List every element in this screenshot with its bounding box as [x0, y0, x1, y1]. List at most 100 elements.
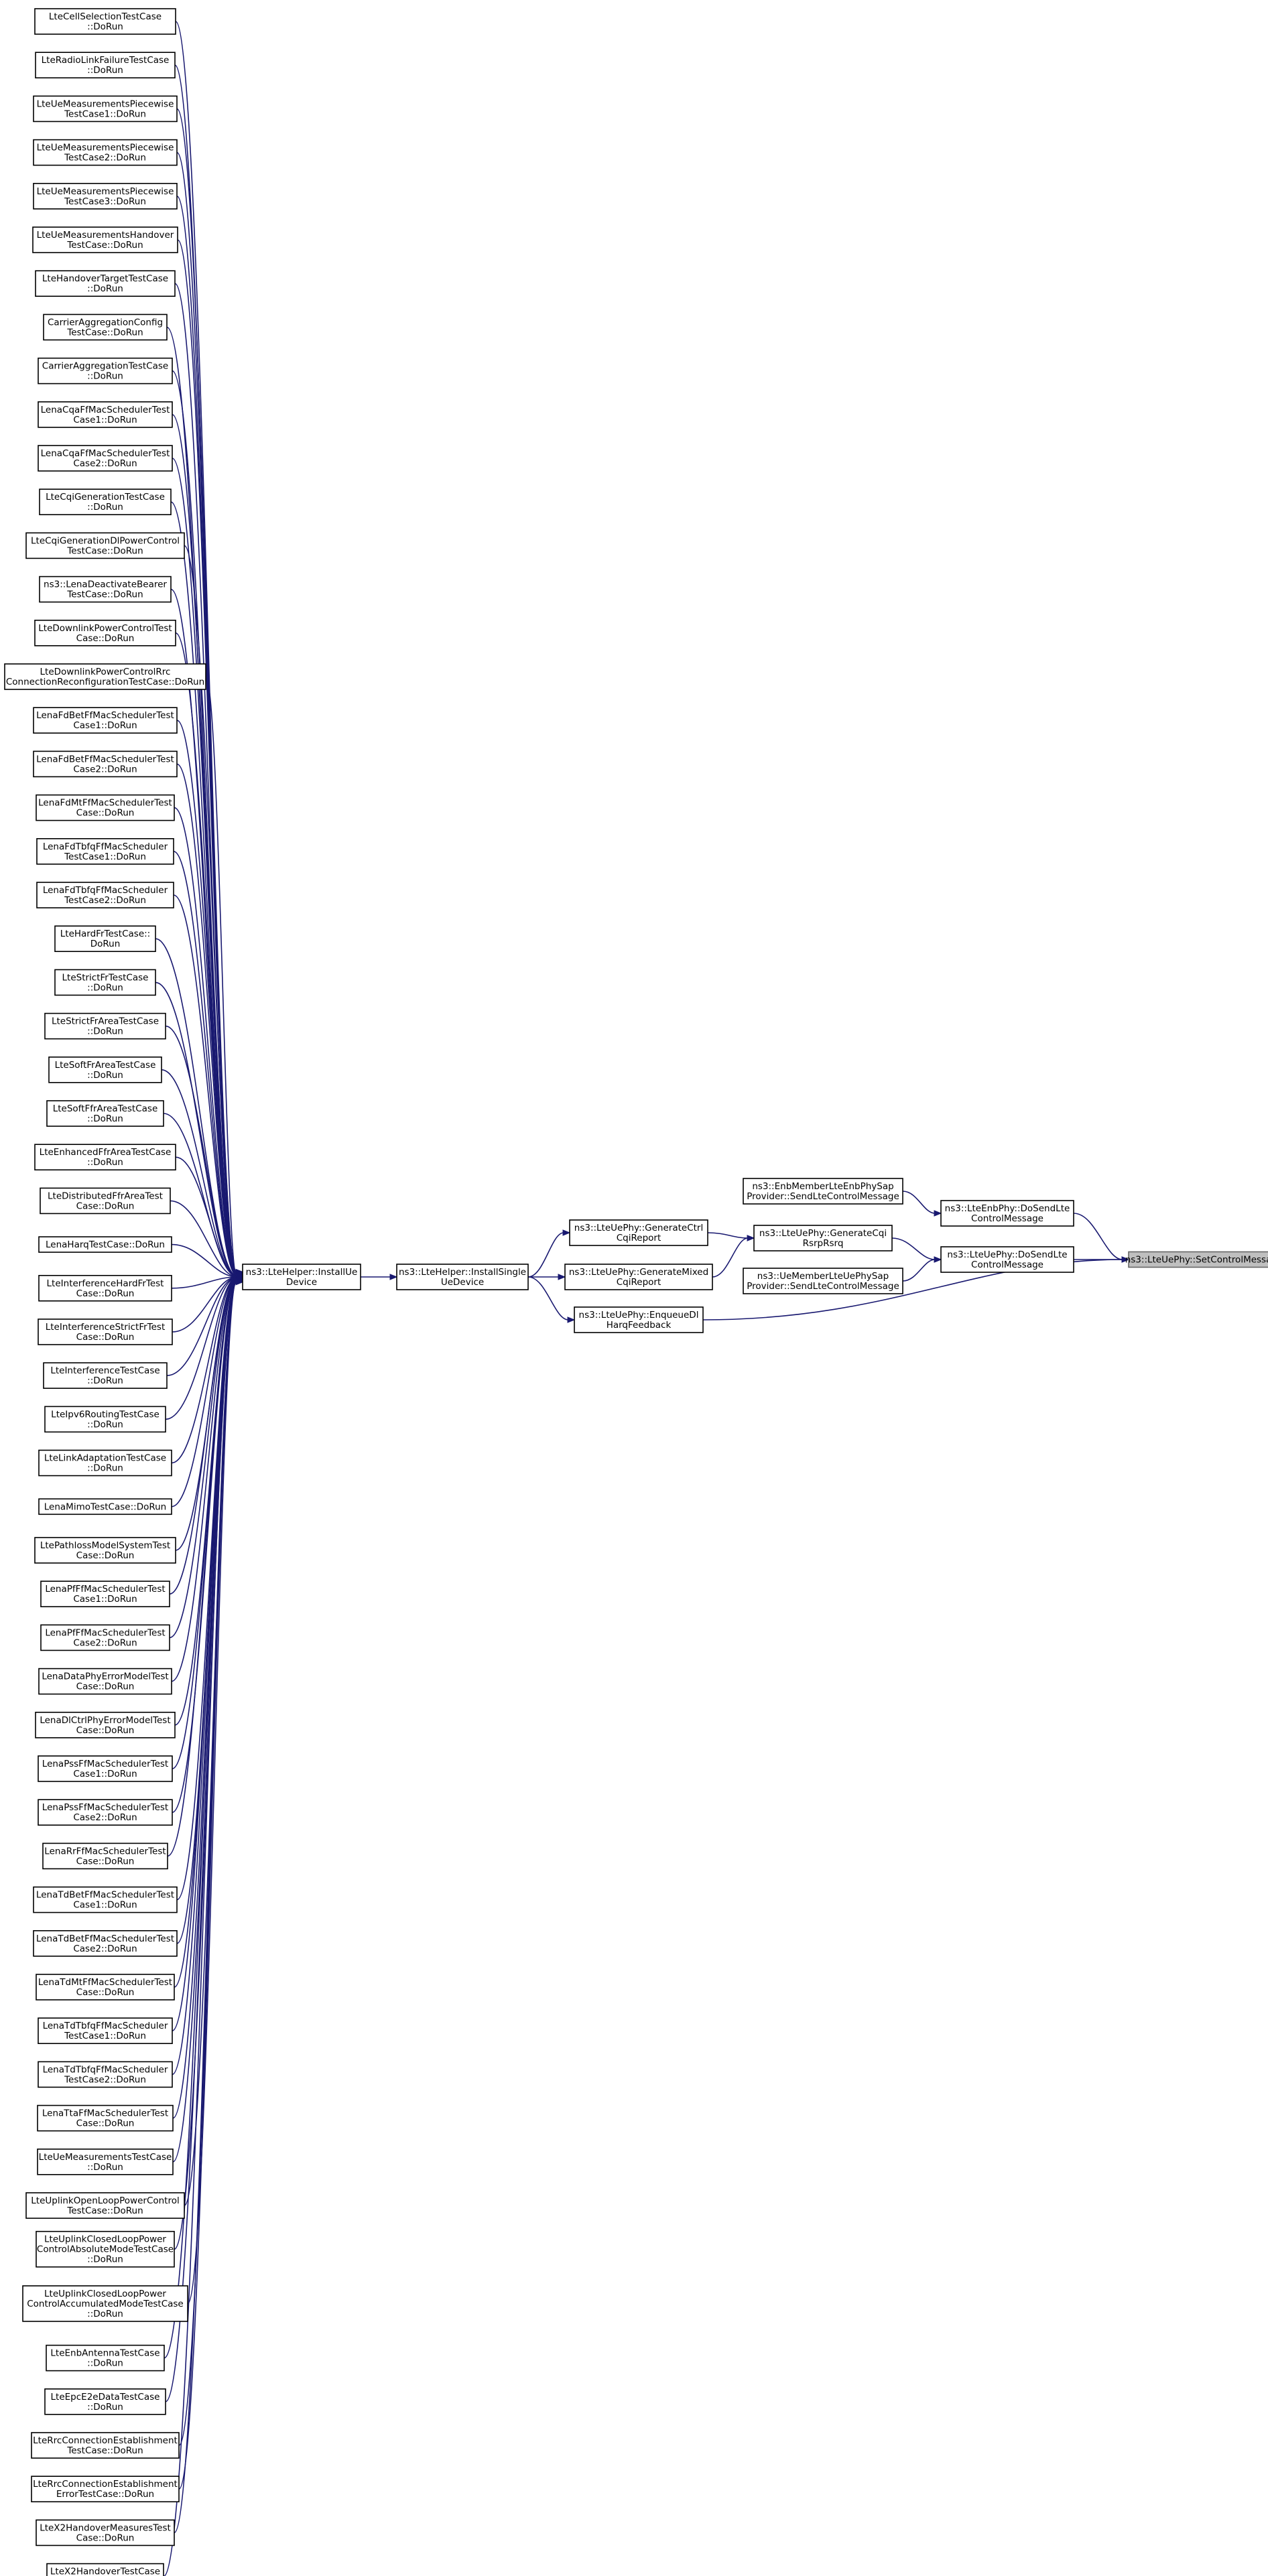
- call-edge-l12-to-installUe: [184, 545, 237, 1275]
- node-box: [25, 532, 185, 559]
- call-edge-l29-to-installUe: [171, 1276, 237, 1289]
- function-node[interactable]: LteHandoverTargetTestCase::DoRun: [35, 270, 176, 297]
- call-edge-installSingle-to-genCtrl: [527, 1232, 564, 1278]
- node-label: LteStrictFrAreaTestCase: [52, 1016, 159, 1027]
- function-node[interactable]: LteInterferenceTestCase::DoRun: [43, 1362, 168, 1389]
- function-node[interactable]: LteRrcConnectionEstablishmentTestCase::D…: [31, 2432, 180, 2459]
- node-label: LteRrcConnectionEstablishment: [33, 2435, 178, 2446]
- function-node[interactable]: LteX2HandoverTestCase::DoRun: [46, 2563, 164, 2576]
- call-edge-genMixed-to-genCqi: [712, 1237, 749, 1278]
- function-node[interactable]: LteEnbAntennaTestCase::DoRun: [46, 2344, 165, 2372]
- function-node[interactable]: LteEpcE2eDataTestCase::DoRun: [44, 2388, 166, 2415]
- node-box: [44, 1012, 166, 1040]
- node-label: ns3::LteUePhy::GenerateCqi: [759, 1228, 887, 1239]
- function-node[interactable]: LteUplinkClosedLoopPowerControlAbsoluteM…: [36, 2230, 175, 2268]
- function-node[interactable]: LteUeMeasurementsPiecewiseTestCase1::DoR…: [33, 95, 178, 123]
- function-node[interactable]: LteIpv6RoutingTestCase::DoRun: [44, 1406, 166, 1433]
- function-node[interactable]: LteCqiGenerationDlPowerControlTestCase::…: [25, 532, 185, 559]
- node-label: ::DoRun: [87, 65, 123, 76]
- function-node[interactable]: LteCellSelectionTestCase::DoRun: [34, 8, 176, 35]
- function-node[interactable]: LteStrictFrAreaTestCase::DoRun: [44, 1012, 166, 1040]
- call-edge-genCtrl-to-genCqi: [707, 1232, 749, 1239]
- function-node[interactable]: LteDownlinkPowerControlRrcConnectionReco…: [4, 663, 206, 690]
- node-box: [38, 1236, 172, 1253]
- function-node[interactable]: ns3::EnbMemberLteEnbPhySapProvider::Send…: [743, 1178, 903, 1205]
- function-node[interactable]: ns3::UeMemberLteUePhySapProvider::SendLt…: [743, 1268, 903, 1294]
- node-box: [39, 575, 172, 603]
- node-box: [4, 663, 206, 690]
- node-box: [43, 314, 168, 341]
- node-label: LteRrcConnectionEstablishment: [33, 2479, 178, 2490]
- function-node[interactable]: LteEnhancedFfrAreaTestCase::DoRun: [34, 1144, 176, 1170]
- node-box: [38, 401, 173, 428]
- node-label: TestCase::DoRun: [66, 2445, 143, 2456]
- node-label: LteUeMeasurementsHandover: [37, 230, 174, 241]
- function-node[interactable]: LteSoftFrAreaTestCase::DoRun: [48, 1057, 162, 1083]
- function-node[interactable]: CarrierAggregationTestCase::DoRun: [38, 357, 173, 385]
- function-node[interactable]: LteUplinkClosedLoopPowerControlAccumulat…: [22, 2285, 188, 2322]
- node-label: LteUeMeasurementsPiecewise: [37, 143, 174, 153]
- function-node[interactable]: LteHardFrTestCase::DoRun: [54, 925, 156, 952]
- node-label: LenaPssFfMacSchedulerTest: [42, 1802, 168, 1813]
- node-label: TestCase2::DoRun: [64, 2074, 146, 2085]
- function-node[interactable]: LteUeMeasurementsTestCase::DoRun: [37, 2149, 174, 2175]
- arrowhead: [934, 1256, 942, 1263]
- node-box: [33, 95, 178, 123]
- node-box: [396, 1264, 529, 1290]
- function-node[interactable]: LteLinkAdaptationTestCase::DoRun: [38, 1449, 172, 1477]
- function-node[interactable]: LteUeMeasurementsPiecewiseTestCase3::DoR…: [33, 182, 178, 210]
- node-box: [34, 619, 176, 647]
- node-label: Case::DoRun: [76, 2118, 135, 2129]
- function-node[interactable]: LteSoftFfrAreaTestCase::DoRun: [46, 1100, 164, 1127]
- function-node[interactable]: LteRadioLinkFailureTestCase::DoRun: [35, 52, 176, 78]
- function-node[interactable]: LenaMimoTestCase::DoRun: [38, 1498, 172, 1515]
- function-node[interactable]: LteStrictFrTestCase::DoRun: [54, 969, 156, 996]
- function-node[interactable]: LteCqiGenerationTestCase::DoRun: [39, 488, 172, 516]
- node-box: [38, 1275, 172, 1302]
- node-label: ::DoRun: [87, 2358, 123, 2369]
- node-box: [36, 2519, 175, 2547]
- function-node[interactable]: LteUplinkOpenLoopPowerControlTestCase::D…: [25, 2192, 185, 2219]
- function-node[interactable]: LteUeMeasurementsPiecewiseTestCase2::DoR…: [33, 139, 178, 166]
- function-node[interactable]: LteRrcConnectionEstablishmentErrorTestCa…: [31, 2476, 180, 2502]
- function-node[interactable]: LenaHarqTestCase::DoRun: [38, 1236, 172, 1253]
- node-box: [36, 2230, 175, 2268]
